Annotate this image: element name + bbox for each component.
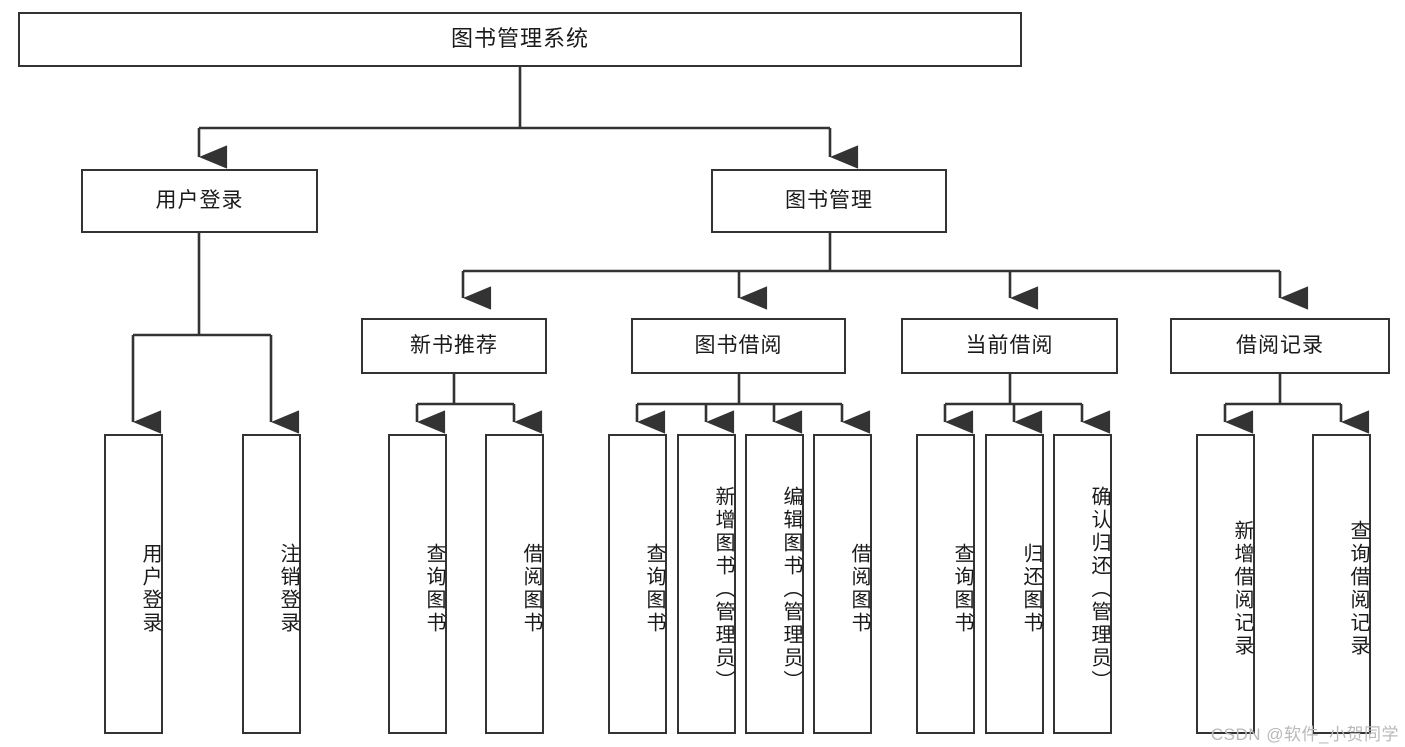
node-user-login[interactable]: 用户登录 (81, 169, 318, 233)
leaf-label: 编辑图书（管理员） (780, 485, 802, 693)
leaf-book-borrow-edit[interactable]: 编辑图书（管理员） (745, 434, 804, 734)
node-label: 当前借阅 (965, 334, 1054, 358)
node-label: 图书管理 (785, 189, 873, 213)
leaf-label: 用户登录 (139, 543, 161, 635)
leaf-label: 查询图书 (643, 543, 665, 635)
leaf-borrow-record-query[interactable]: 查询借阅记录 (1312, 434, 1371, 734)
leaf-current-borrow-query[interactable]: 查询图书 (916, 434, 975, 734)
leaf-book-borrow-borrow[interactable]: 借阅图书 (813, 434, 872, 734)
leaf-book-borrow-add[interactable]: 新增图书（管理员） (677, 434, 736, 734)
node-borrow-record[interactable]: 借阅记录 (1170, 318, 1390, 374)
node-book-borrow[interactable]: 图书借阅 (631, 318, 846, 374)
leaf-label: 确认归还（管理员） (1088, 485, 1110, 693)
node-label: 借阅记录 (1236, 334, 1324, 358)
leaf-label: 新增借阅记录 (1231, 520, 1253, 658)
leaf-current-borrow-confirm-return[interactable]: 确认归还（管理员） (1053, 434, 1112, 734)
node-label: 新书推荐 (410, 334, 498, 358)
csdn-watermark: CSDN @软件_小贺同学 (1210, 725, 1399, 744)
node-label: 图书管理系统 (450, 26, 589, 52)
leaf-borrow-record-add[interactable]: 新增借阅记录 (1196, 434, 1255, 734)
leaf-user-login-logout[interactable]: 注销登录 (242, 434, 301, 734)
leaf-label: 查询借阅记录 (1347, 520, 1369, 658)
leaf-new-book-query[interactable]: 查询图书 (388, 434, 447, 734)
leaf-label: 查询图书 (423, 543, 445, 635)
leaf-label: 注销登录 (277, 543, 299, 635)
node-label: 图书借阅 (694, 334, 783, 358)
node-current-borrow[interactable]: 当前借阅 (901, 318, 1118, 374)
leaf-new-book-borrow[interactable]: 借阅图书 (485, 434, 544, 734)
node-label: 用户登录 (155, 189, 244, 213)
node-book-manage[interactable]: 图书管理 (711, 169, 947, 233)
leaf-label: 新增图书（管理员） (712, 485, 734, 693)
leaf-book-borrow-query[interactable]: 查询图书 (608, 434, 667, 734)
leaf-label: 借阅图书 (520, 543, 542, 635)
leaf-label: 借阅图书 (848, 543, 870, 635)
node-root-system[interactable]: 图书管理系统 (18, 12, 1022, 67)
leaf-user-login-login[interactable]: 用户登录 (104, 434, 163, 734)
leaf-label: 查询图书 (951, 543, 973, 635)
node-new-book-recommend[interactable]: 新书推荐 (361, 318, 547, 374)
leaf-current-borrow-return[interactable]: 归还图书 (985, 434, 1044, 734)
leaf-label: 归还图书 (1020, 543, 1042, 635)
